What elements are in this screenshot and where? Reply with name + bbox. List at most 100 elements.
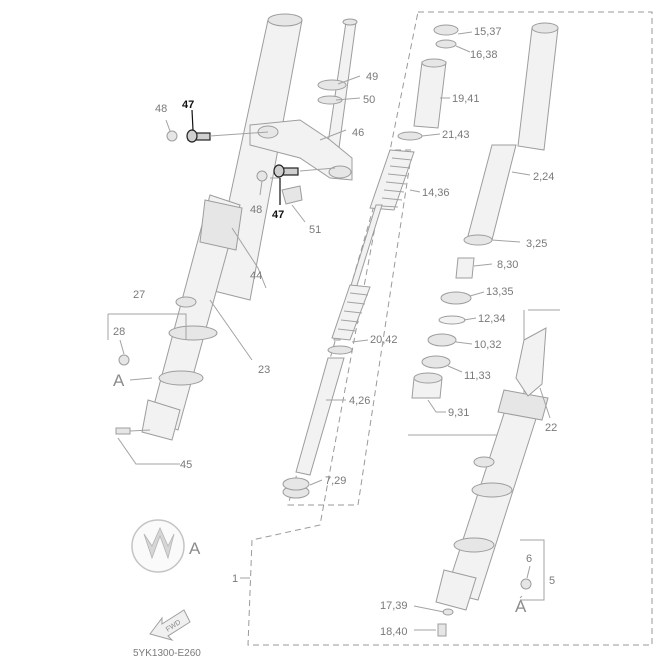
spacer-top — [421, 58, 447, 68]
leader — [291, 204, 306, 223]
marker-a-right: A — [515, 597, 527, 616]
leader — [209, 131, 269, 137]
o-ring-16 — [435, 39, 457, 49]
left-dust-seal — [199, 199, 243, 251]
rebound-spring — [331, 284, 371, 341]
upper-bearing — [317, 79, 347, 91]
leader — [463, 317, 477, 321]
damper-cylinder — [295, 357, 345, 476]
forward-arrow — [149, 609, 191, 641]
right-bracket — [473, 456, 495, 468]
label-23: 23 — [258, 364, 270, 376]
washer-21 — [397, 131, 423, 141]
leader — [319, 129, 347, 141]
label-21-43: 21,43 — [442, 129, 470, 141]
brand-emblem — [131, 519, 185, 573]
label-19-41: 19,41 — [452, 93, 480, 105]
left-bracket — [175, 296, 197, 308]
leader — [455, 45, 471, 53]
label-44: 44 — [250, 270, 262, 282]
left-band-2 — [158, 370, 204, 386]
leader — [491, 239, 521, 243]
washer-20 — [327, 345, 353, 355]
label-18-40: 18,40 — [380, 626, 408, 638]
label-2-24: 2,24 — [533, 171, 554, 183]
leader — [473, 263, 493, 267]
right-axle-boss — [435, 569, 477, 611]
label-13-35: 13,35 — [486, 286, 514, 298]
leader — [259, 180, 263, 196]
marker-a-left: A — [113, 371, 125, 390]
label-6: 6 — [526, 553, 532, 565]
leader — [409, 189, 421, 193]
washer-13 — [440, 291, 472, 305]
label-28: 28 — [113, 326, 125, 338]
washer-upper — [166, 130, 178, 142]
bushing-top — [413, 372, 443, 384]
washer-11 — [421, 355, 451, 369]
leader — [457, 31, 473, 35]
label-10-32: 10,32 — [474, 339, 502, 351]
leader-27 — [108, 313, 187, 340]
label-5: 5 — [549, 575, 555, 587]
o-ring-6 — [520, 578, 532, 590]
leader — [413, 605, 445, 613]
leader — [455, 341, 473, 345]
pinch-bolt-lower — [273, 164, 299, 178]
leader — [427, 399, 446, 413]
diagram-code: 5YK1300-E260 — [133, 648, 201, 659]
cap-bolt — [433, 24, 459, 36]
label-20-42: 20,42 — [370, 334, 398, 346]
label-47-bottom: 47 — [272, 209, 284, 221]
leader-45 — [117, 437, 180, 465]
washer-lower — [256, 170, 268, 182]
label-4-26: 4,26 — [349, 395, 370, 407]
leader — [309, 479, 323, 486]
leader — [337, 75, 361, 85]
fork-protector — [515, 327, 547, 397]
label-48-bottom: 48 — [250, 204, 262, 216]
tube-top — [531, 22, 559, 34]
label-45: 45 — [180, 459, 192, 471]
leader-44 — [231, 227, 267, 289]
left-axle-boss — [141, 399, 181, 441]
label-27: 27 — [133, 289, 145, 301]
bushing-8 — [455, 257, 475, 279]
label-12-34: 12,34 — [478, 313, 506, 325]
leader — [469, 291, 485, 297]
right-band-1 — [471, 482, 513, 498]
left-band-1 — [168, 325, 218, 341]
label-1: 1 — [232, 573, 238, 585]
leader — [421, 133, 441, 137]
label-22: 22 — [545, 422, 557, 434]
clip-12 — [438, 315, 466, 325]
oil-seal-10 — [427, 333, 457, 347]
label-7-29: 7,29 — [325, 475, 346, 487]
leader — [119, 339, 125, 355]
taper-spindle — [282, 477, 310, 499]
drain-bolt-18 — [437, 623, 447, 637]
stem-top — [342, 18, 358, 26]
spacer-19 — [413, 61, 447, 129]
leader-47-top — [191, 109, 194, 131]
leader — [539, 387, 551, 419]
leader-5 — [520, 539, 545, 601]
leader — [129, 377, 153, 381]
o-ring-28 — [118, 354, 130, 366]
leader — [335, 97, 361, 101]
label-51: 51 — [309, 224, 321, 236]
label-48-top: 48 — [155, 103, 167, 115]
leader — [129, 429, 151, 432]
cable-clamp — [281, 185, 303, 205]
leader — [526, 565, 531, 579]
label-11-33: 11,33 — [464, 370, 491, 382]
label-17-39: 17,39 — [380, 600, 408, 612]
leader — [351, 339, 369, 343]
bolt-45 — [115, 427, 131, 435]
right-dust-seal — [497, 389, 549, 421]
label-16-38: 16,38 — [470, 49, 498, 61]
washer-17 — [442, 608, 454, 616]
right-band-2 — [453, 537, 495, 553]
fork-spring-upper — [369, 149, 415, 211]
leader — [447, 365, 463, 373]
